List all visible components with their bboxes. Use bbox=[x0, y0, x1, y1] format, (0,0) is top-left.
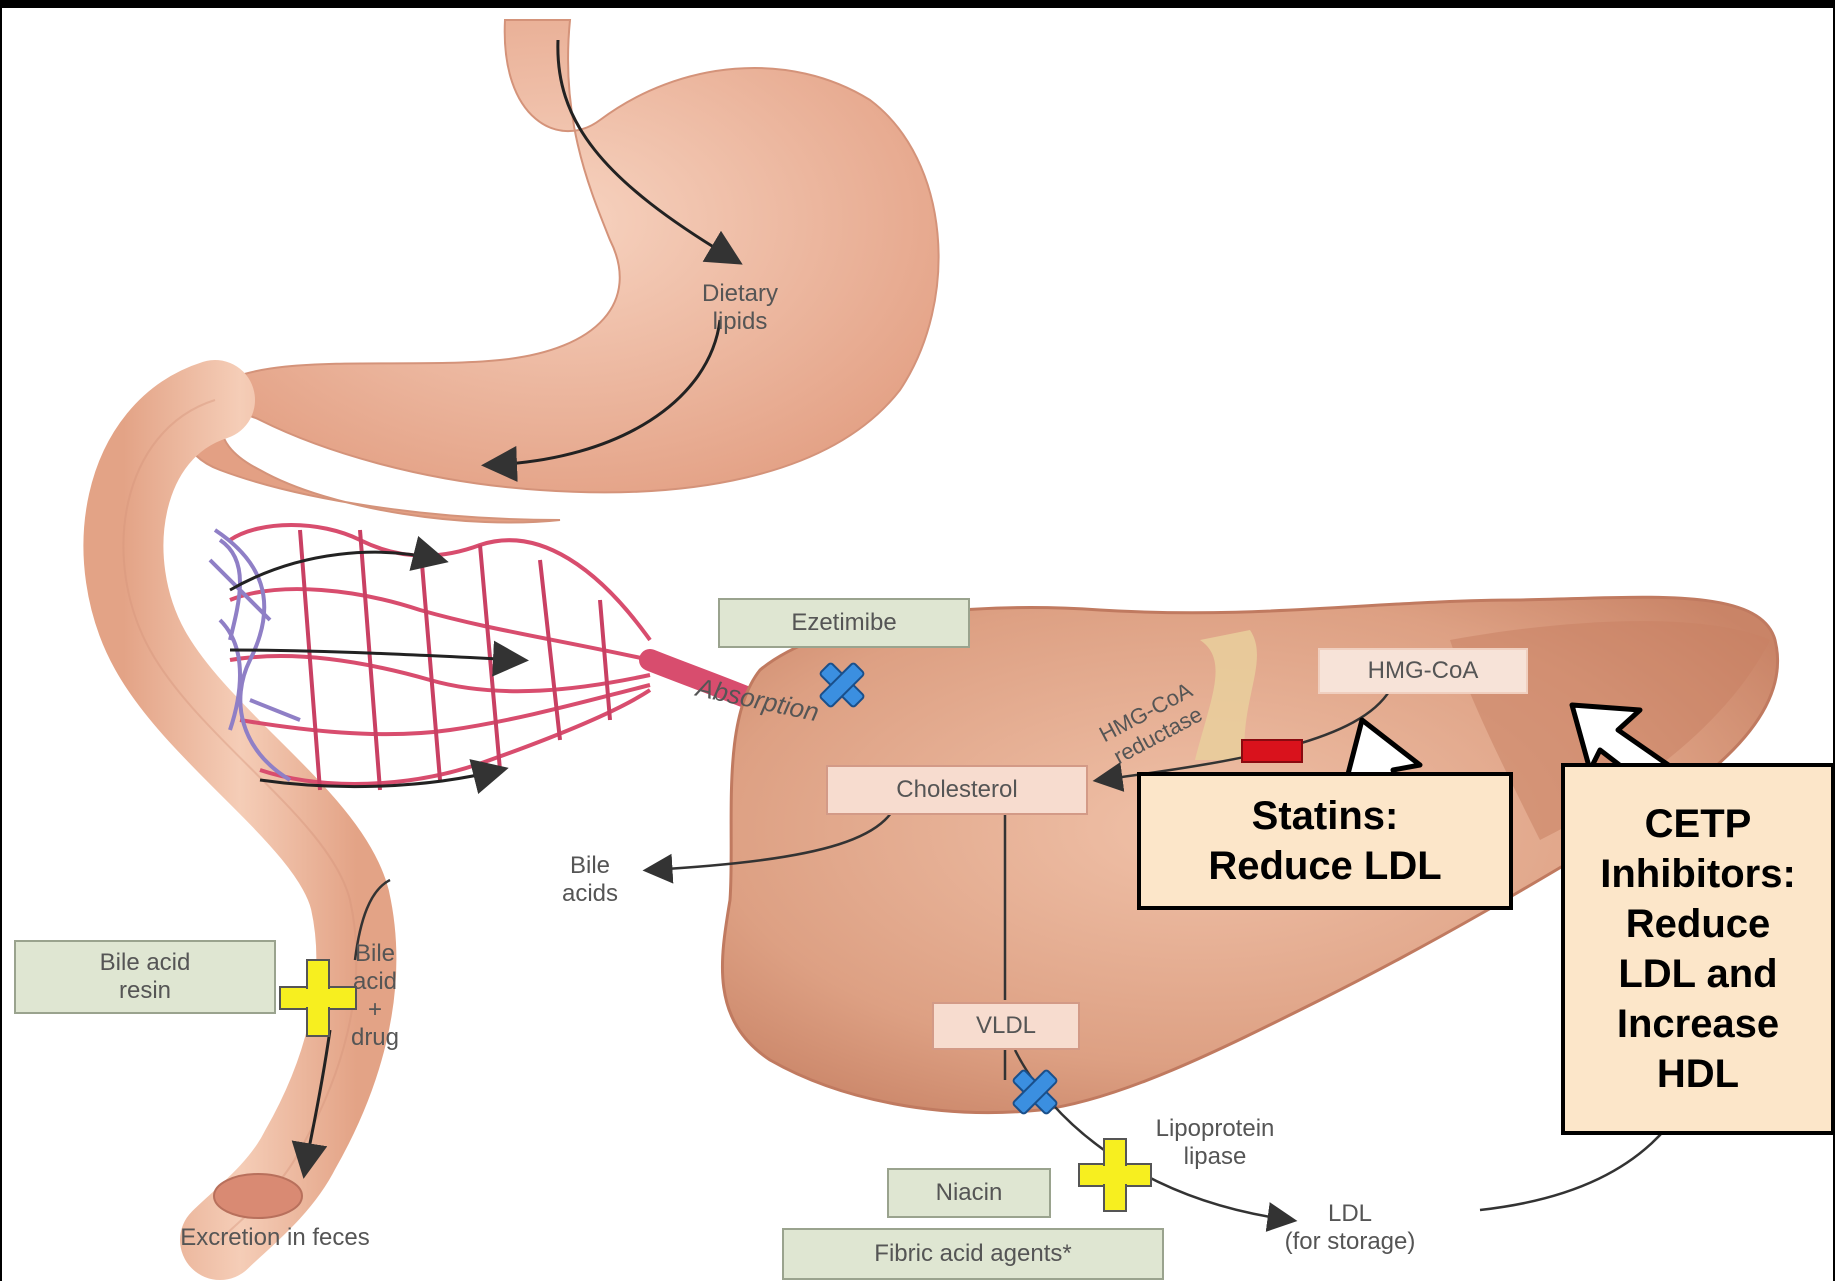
bile-acid-drug-label: Bile acid + drug bbox=[335, 940, 415, 1052]
niacin-box: Niacin bbox=[887, 1168, 1051, 1218]
excretion-label: Excretion in feces bbox=[110, 1224, 440, 1252]
cetp-inhibitors-callout: CETP Inhibitors: Reduce LDL and Increase… bbox=[1561, 763, 1835, 1135]
ezetimibe-box: Ezetimibe bbox=[718, 598, 970, 648]
fibric-acid-box: Fibric acid agents* bbox=[782, 1228, 1164, 1280]
intestine-end bbox=[214, 1174, 302, 1218]
dietary-lipids-label: Dietary lipids bbox=[665, 280, 815, 336]
statins-callout: Statins: Reduce LDL bbox=[1137, 772, 1513, 910]
cholesterol-box: Cholesterol bbox=[826, 765, 1088, 815]
lipoprotein-lipase-label: Lipoprotein lipase bbox=[1115, 1115, 1315, 1171]
vldl-box: VLDL bbox=[932, 1002, 1080, 1050]
ldl-storage-label: LDL (for storage) bbox=[1235, 1200, 1465, 1256]
hmg-coa-box: HMG-CoA bbox=[1318, 648, 1528, 694]
reductase-block-icon bbox=[1242, 740, 1302, 762]
bile-acid-resin-box: Bile acid resin bbox=[14, 940, 276, 1014]
bile-acids-label: Bile acids bbox=[545, 852, 635, 908]
